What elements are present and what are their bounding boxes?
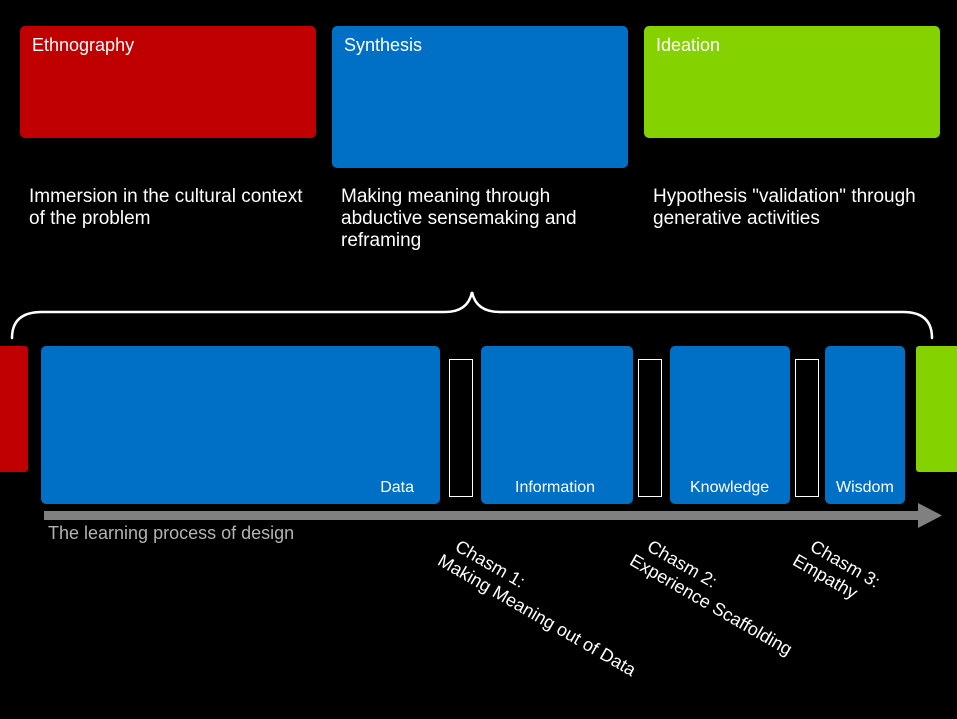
chasm-2-gap [638, 359, 662, 497]
chasm-2-label: Chasm 2: Experience Scaffolding [626, 532, 806, 660]
chasm-1-gap [449, 359, 473, 497]
process-arrow-head [918, 503, 942, 528]
chasm-1-label: Chasm 1: Making Meaning out of Data [434, 532, 650, 681]
ethnography-description: Immersion in the cultural context of the… [29, 186, 303, 229]
edge-block-ethnography [0, 346, 28, 472]
chasm-1-title: Chasm 1: [451, 536, 529, 592]
phase-ethnography: Ethnography [20, 26, 316, 138]
block-knowledge-label: Knowledge [690, 479, 770, 496]
block-information: Information [481, 346, 633, 504]
chasm-1-subtitle: Making Meaning out of Data [434, 550, 640, 681]
block-data-label: Data [380, 479, 414, 496]
phase-ethnography-title: Ethnography [32, 35, 135, 55]
chasm-3-label: Chasm 3: Empathy [789, 532, 884, 611]
block-information-label: Information [515, 479, 596, 496]
process-arrow-shaft [44, 511, 920, 520]
ideation-description: Hypothesis "validation" through generati… [653, 186, 916, 229]
phase-ideation-title: Ideation [656, 35, 721, 55]
block-knowledge: Knowledge [670, 346, 790, 504]
phase-ideation: Ideation [644, 26, 940, 138]
process-label: The learning process of design [48, 523, 295, 543]
curly-brace [10, 291, 934, 340]
edge-block-ideation [916, 346, 957, 472]
block-wisdom-label: Wisdom [836, 479, 894, 496]
chasm-3-gap [795, 359, 819, 497]
block-wisdom: Wisdom [825, 346, 905, 504]
phase-synthesis-title: Synthesis [344, 35, 423, 55]
synthesis-description: Making meaning through abductive sensema… [341, 186, 577, 251]
phase-synthesis: Synthesis [332, 26, 628, 168]
block-data: Data [41, 346, 440, 504]
process-arrow [44, 503, 942, 528]
brace-path [10, 291, 934, 340]
